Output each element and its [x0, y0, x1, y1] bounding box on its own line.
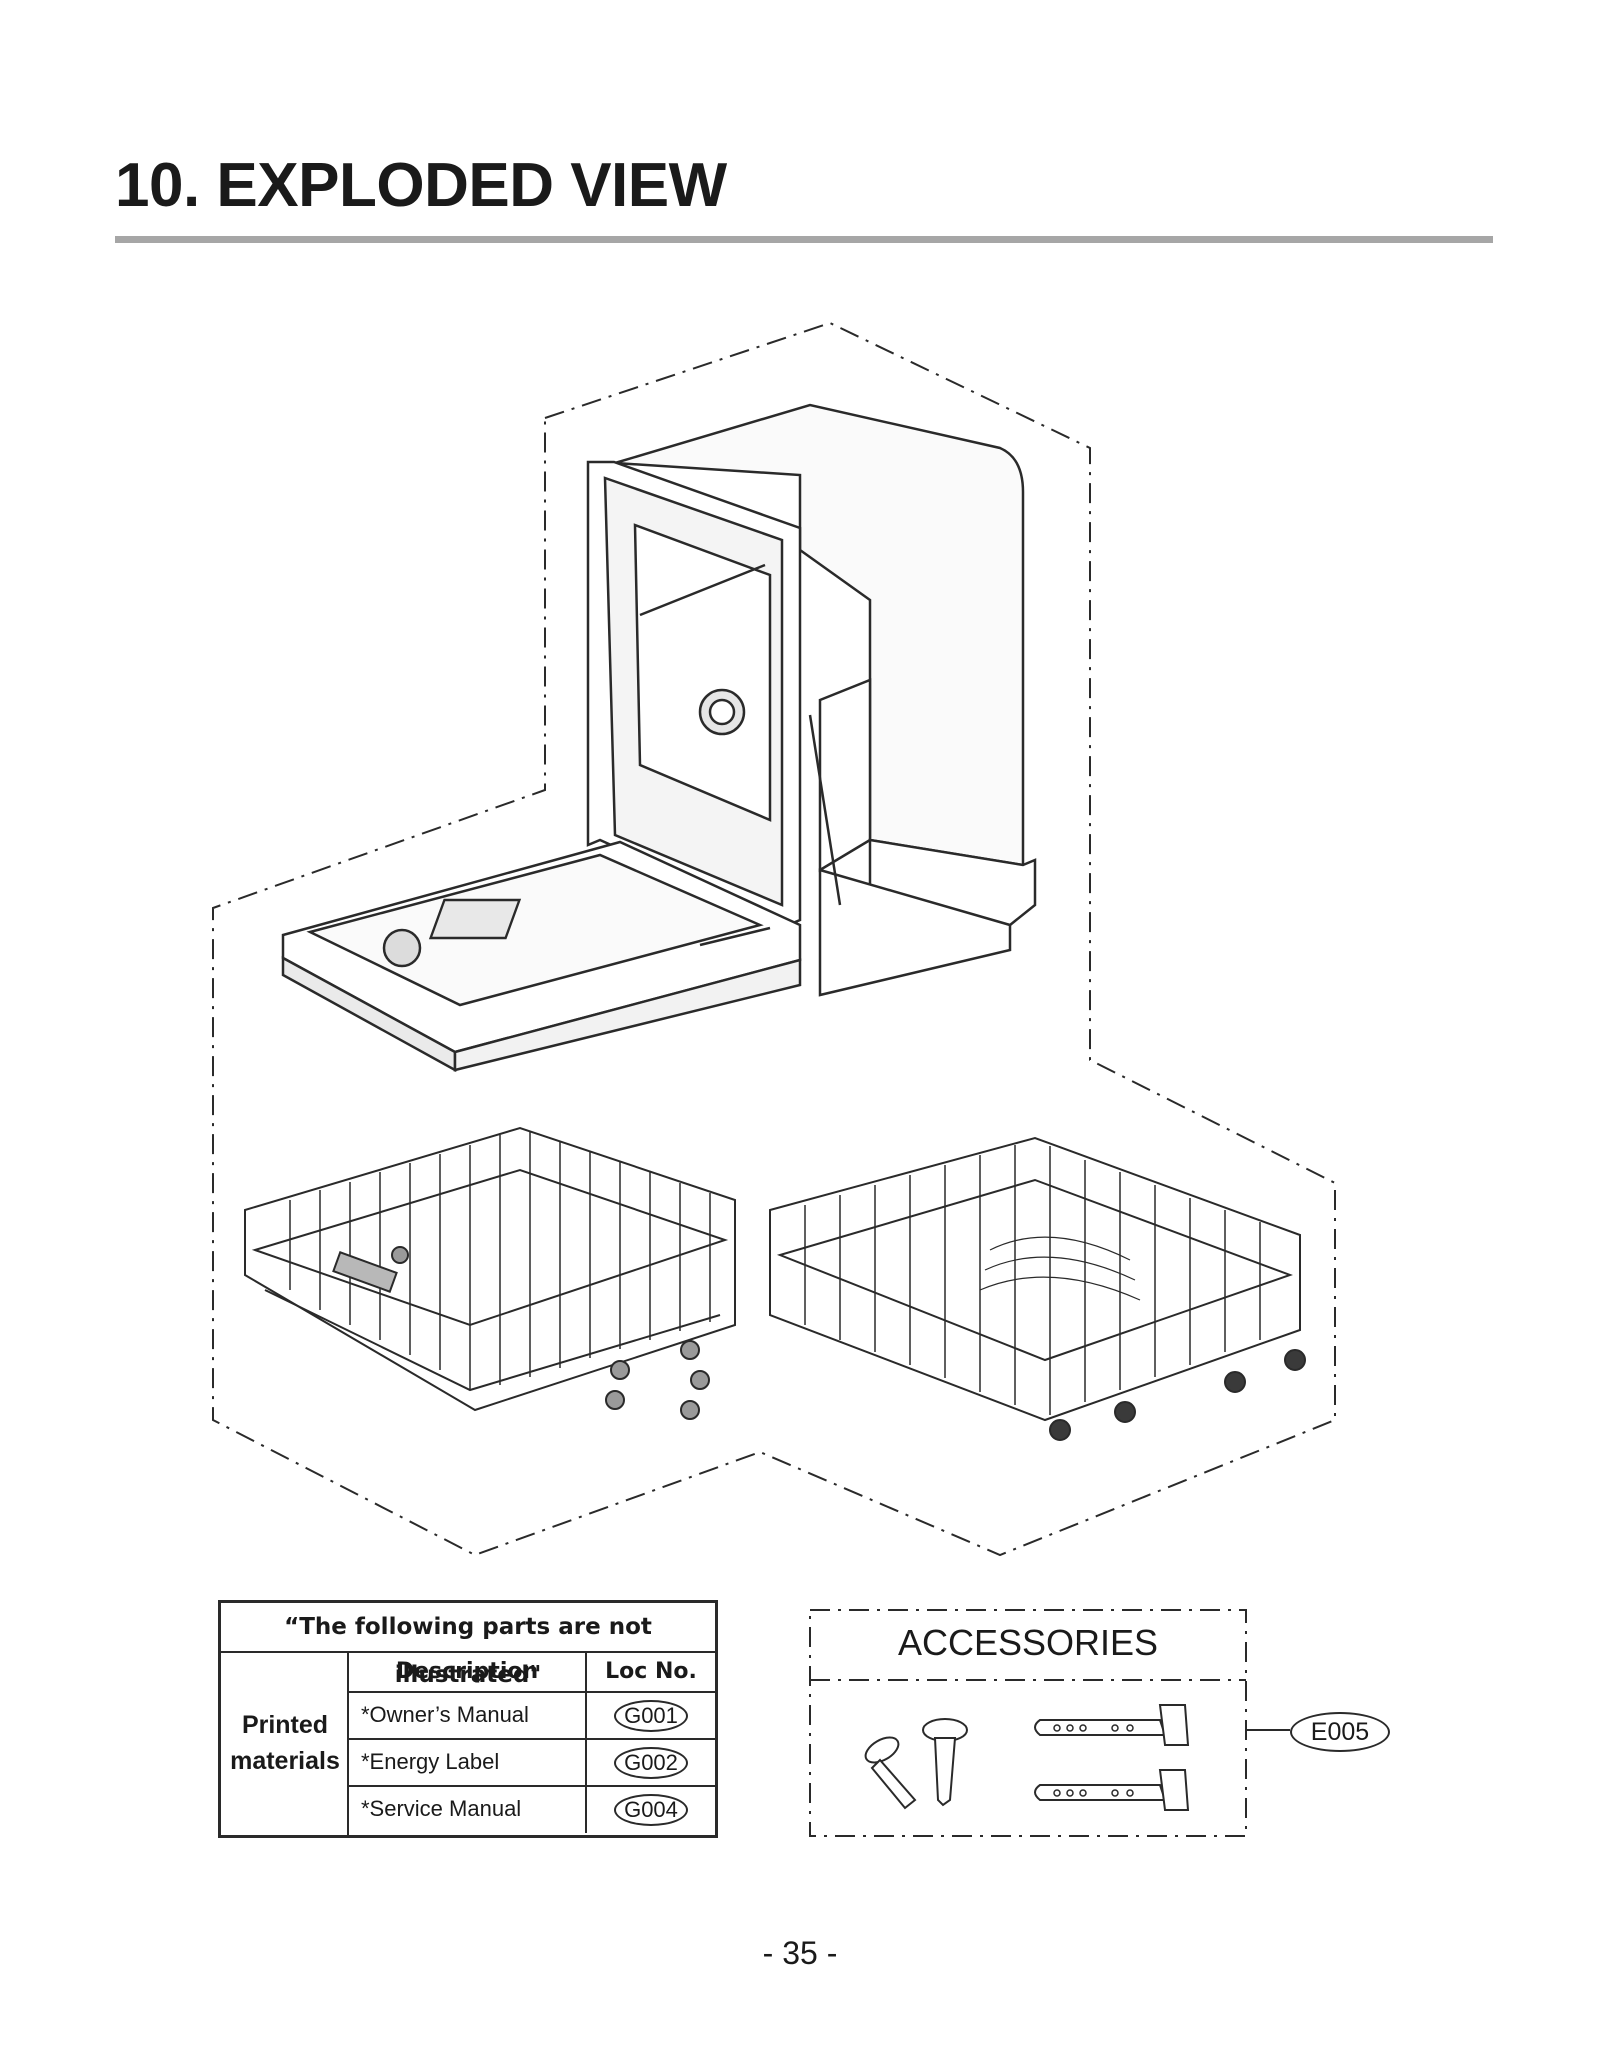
table-row-description: *Service Manual	[349, 1787, 587, 1833]
title-divider	[115, 236, 1493, 243]
loc-badge: G001	[614, 1700, 688, 1732]
accessories-frame	[809, 1609, 1247, 1837]
accessories-title: ACCESSORIES	[897, 1622, 1159, 1663]
upper-rack	[244, 1126, 736, 1420]
table-row-loc: G002	[587, 1740, 715, 1787]
accessories-loc-badge: E005	[1290, 1712, 1390, 1752]
loc-badge: G004	[614, 1794, 688, 1826]
table-row-description: *Owner’s Manual	[349, 1693, 587, 1740]
screw-icons	[864, 1718, 968, 1810]
table-row-loc: G004	[587, 1787, 715, 1833]
loc-badge: G002	[614, 1747, 688, 1779]
description-header: Description	[349, 1651, 587, 1693]
group-cell: Printed materials	[221, 1651, 349, 1835]
assembly-boundary	[212, 321, 1336, 1557]
table-row-description: *Energy Label	[349, 1740, 587, 1787]
door-panel	[281, 840, 802, 1073]
table-heading: “The following parts are not illustrated…	[221, 1603, 715, 1688]
loc-header: Loc No.	[587, 1651, 715, 1693]
table-row-loc: G001	[587, 1693, 715, 1740]
not-illustrated-table: “The following parts are not illustrated…	[218, 1600, 718, 1838]
lower-rack	[769, 1136, 1306, 1441]
dishwasher-tub	[586, 403, 1037, 997]
group-label: Printed materials	[230, 1711, 340, 1775]
page-number: - 35 -	[762, 1935, 838, 1971]
bracket-icons	[1034, 1704, 1190, 1811]
page-title: 10. EXPLODED VIEW	[115, 151, 727, 220]
